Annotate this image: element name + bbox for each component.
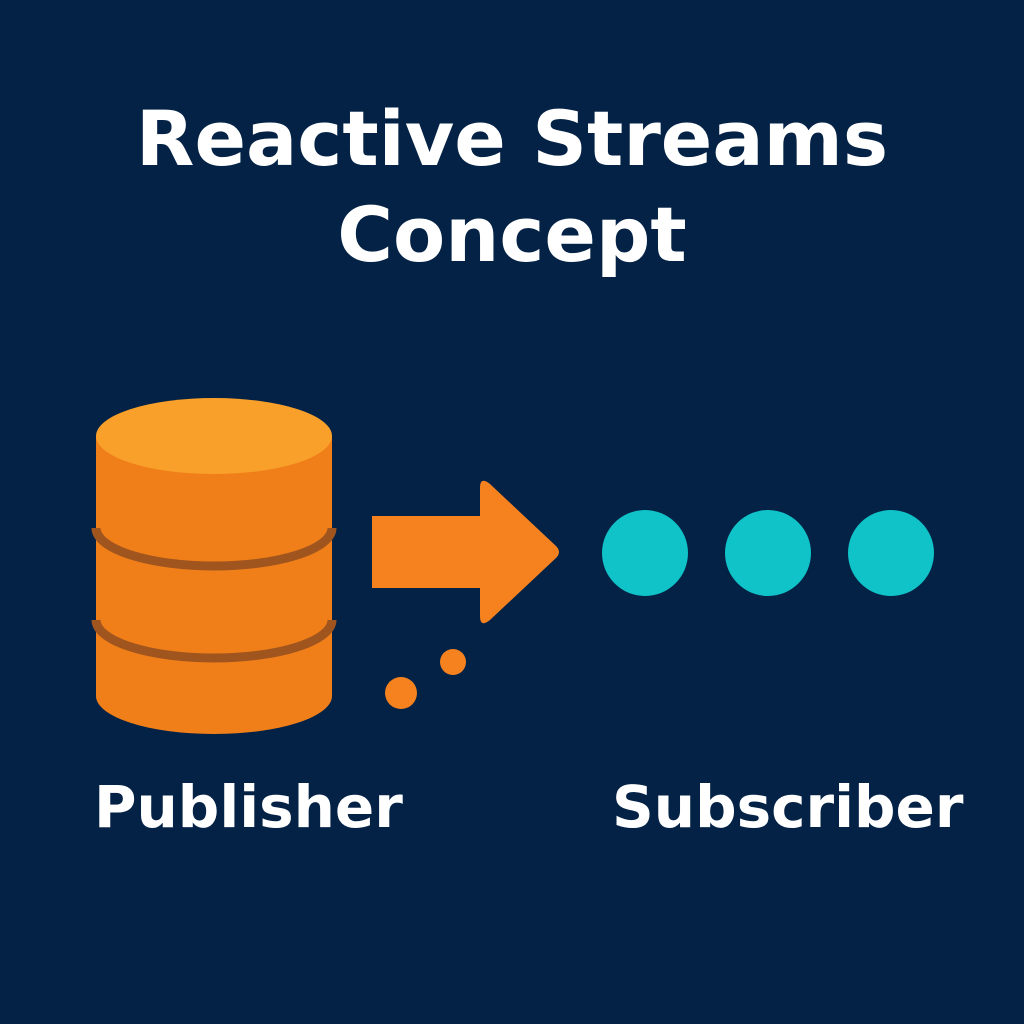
emitted-item-small (385, 677, 417, 709)
ellipsis-dots-icon (602, 510, 934, 596)
publisher-label: Publisher (94, 773, 403, 841)
stream-dot-2 (725, 510, 811, 596)
diagram-title: Reactive Streams Concept (0, 91, 1024, 283)
stream-dot-3 (848, 510, 934, 596)
arrow-shape (372, 480, 559, 624)
database-body (96, 436, 332, 734)
database-band-upper (91, 527, 337, 571)
title-line-2: Concept (337, 189, 687, 279)
database-icon (91, 398, 337, 734)
database-top (96, 398, 332, 474)
subscriber-label: Subscriber (612, 773, 964, 841)
arrow-right-icon (372, 480, 559, 624)
title-line-1: Reactive Streams (135, 93, 889, 183)
database-band-lower (91, 619, 337, 663)
emitted-item-smaller (440, 649, 466, 675)
stream-dot-1 (602, 510, 688, 596)
